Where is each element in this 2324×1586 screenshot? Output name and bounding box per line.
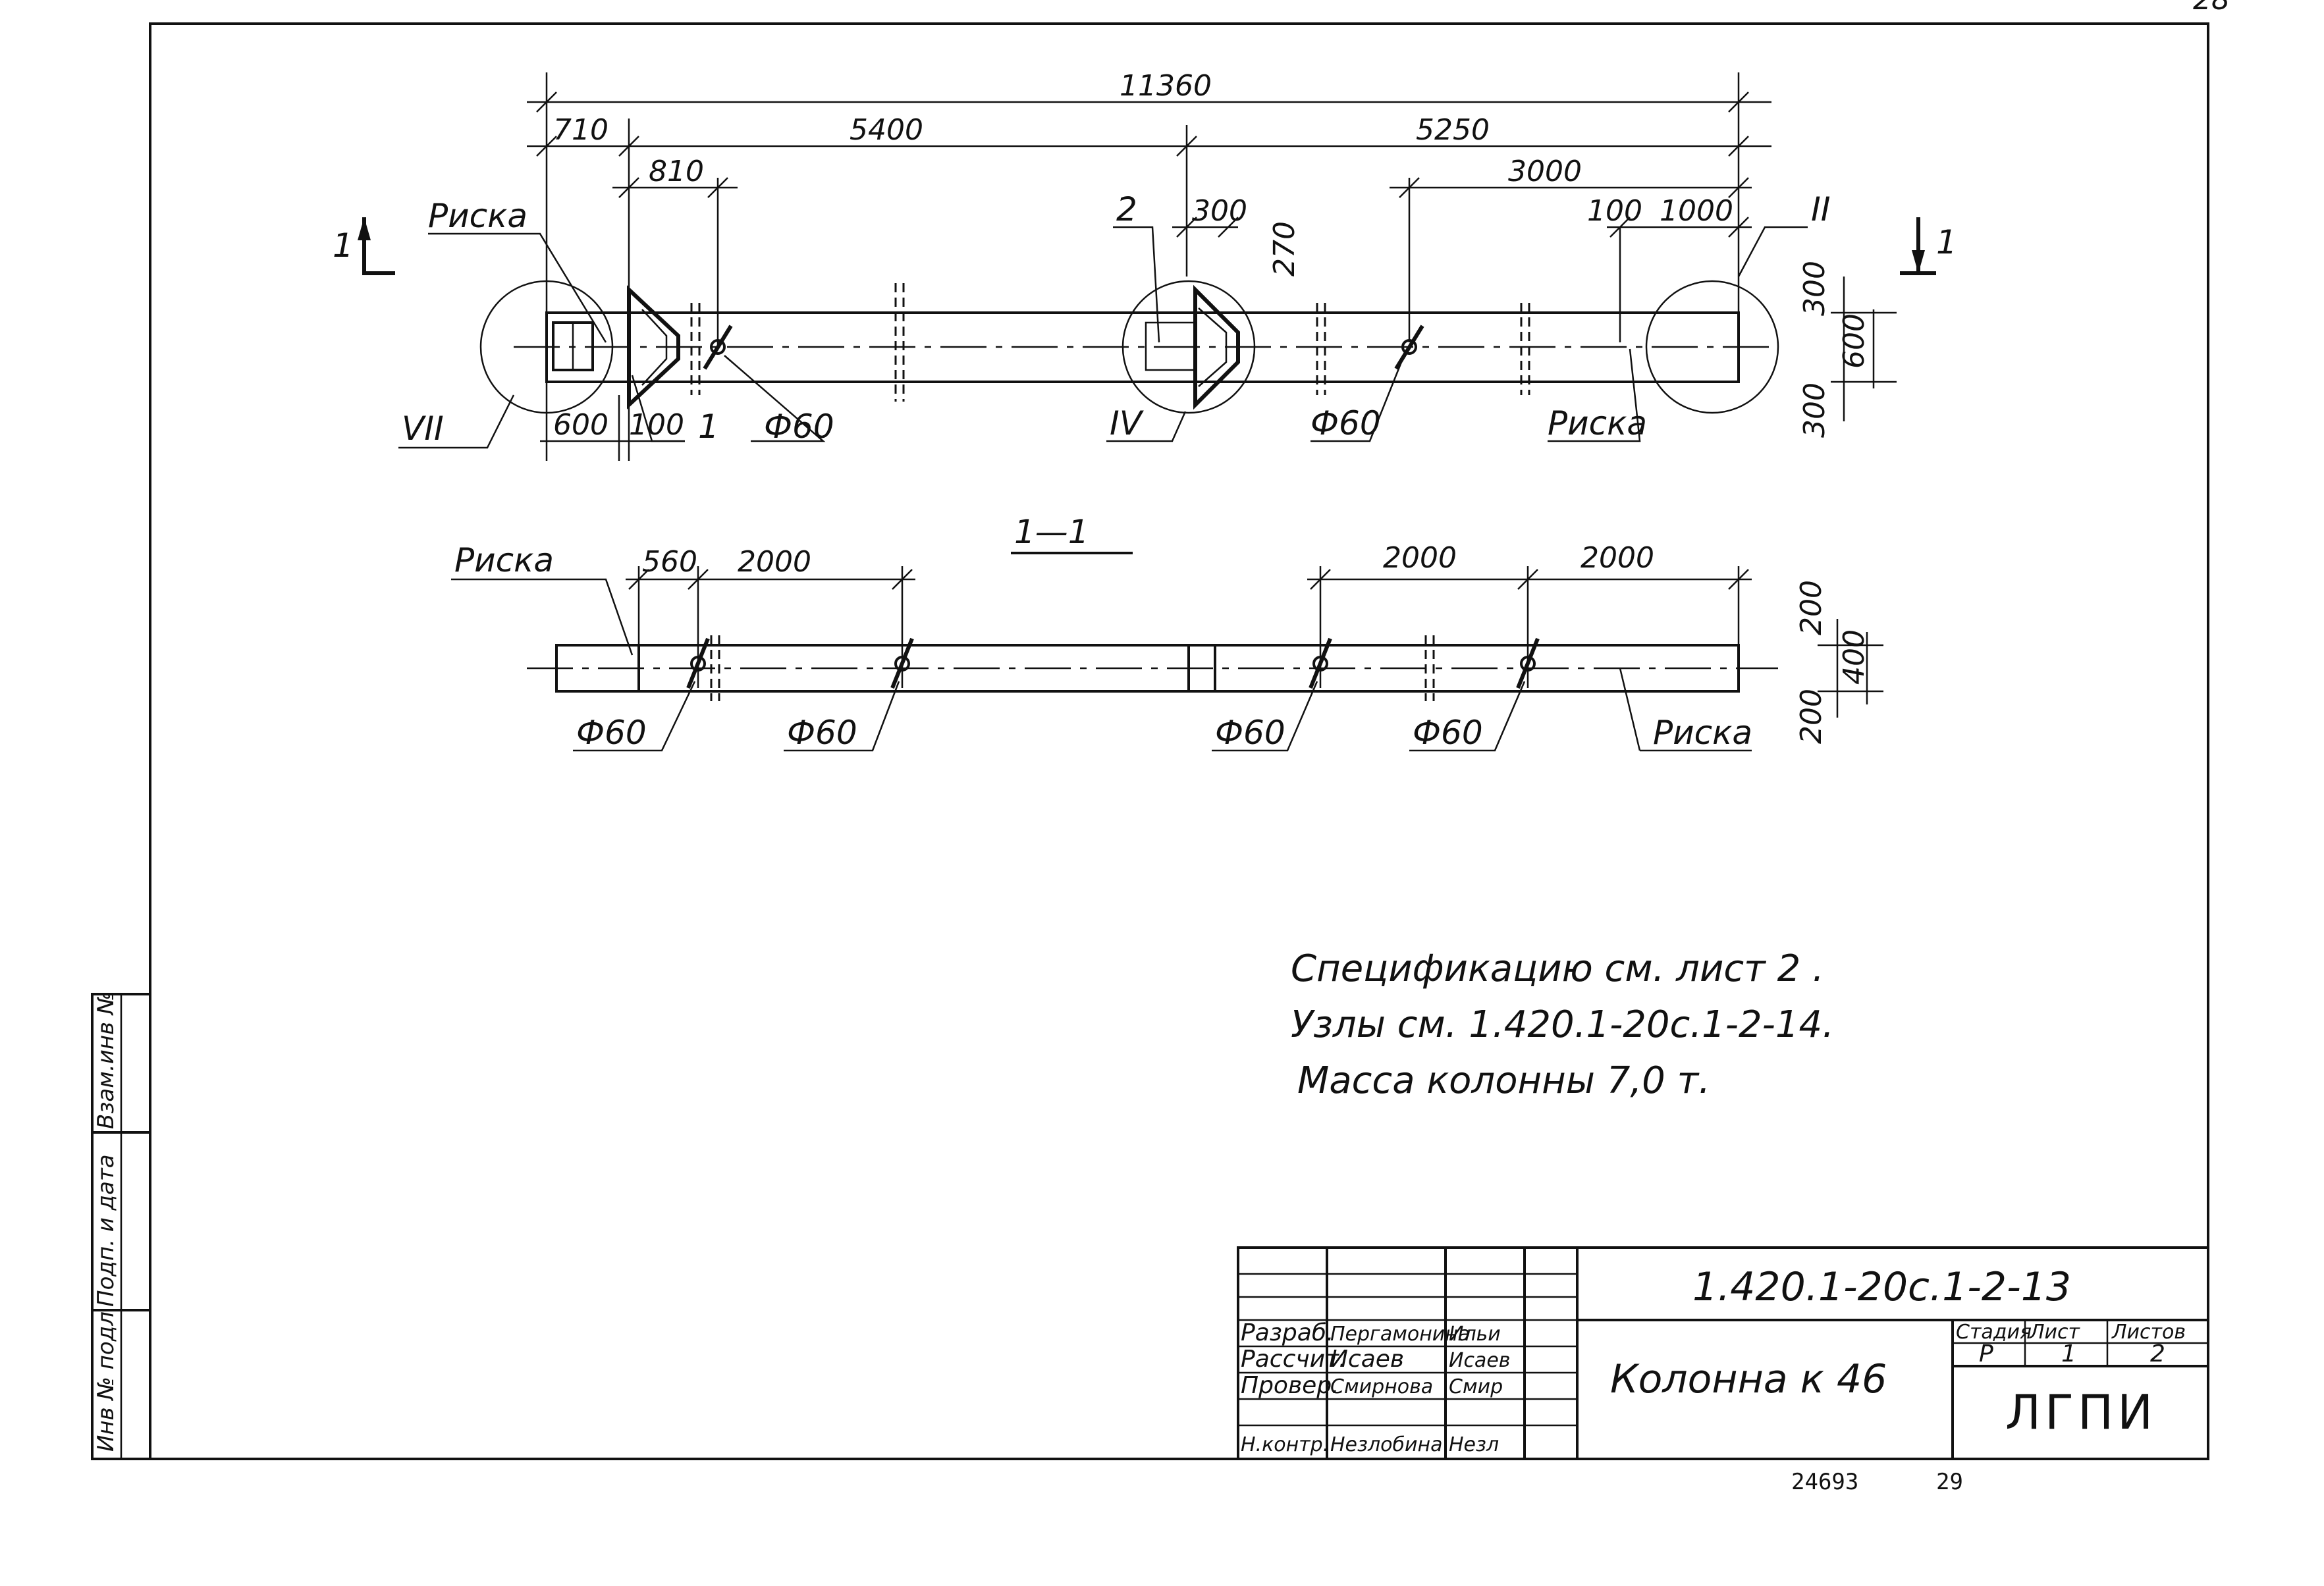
notes: Спецификацию см. лист 2 . Узлы см. 1.420… xyxy=(1291,947,1834,1102)
dim-section-200-top: 200 xyxy=(1795,580,1828,635)
dim-section-2000-b: 2000 xyxy=(1383,541,1457,575)
name-3: Смирнова xyxy=(1330,1375,1433,1398)
label-section-diam-2: Ф60 xyxy=(787,714,857,752)
stage-label: Стадия xyxy=(1956,1321,2032,1344)
dim-bracket-height: 270 xyxy=(1268,221,1301,277)
hole-plan-right xyxy=(1401,339,1417,355)
dim-end-len: 1000 xyxy=(1660,194,1733,228)
label-diam-plan-right: Ф60 xyxy=(1311,404,1381,442)
sheets-label: Листов xyxy=(2111,1321,2186,1344)
name-2: Исаев xyxy=(1330,1346,1404,1373)
label-riska-right: Риска xyxy=(1548,404,1647,442)
cut-label-right: 1 xyxy=(1936,223,1957,261)
label-node-iv: IV xyxy=(1110,404,1145,442)
dim-width: 600 xyxy=(1837,313,1871,369)
dim-section-400: 400 xyxy=(1837,629,1871,685)
label-section-riska-left: Риска xyxy=(454,541,554,579)
label-mark-2: 2 xyxy=(1116,190,1137,228)
label-node-vii: VII xyxy=(402,410,444,448)
side-stamp: Инв № подл Подп. и дата Взам.инв № xyxy=(91,991,151,1460)
sheet-label: Лист xyxy=(2029,1321,2081,1344)
dim-left-100: 100 xyxy=(629,408,684,442)
section-title: 1—1 xyxy=(1014,513,1089,551)
sign-2: Исаев xyxy=(1449,1349,1510,1372)
doc-code: 1.420.1-20с.1-2-13 xyxy=(1692,1264,2071,1310)
dim-end-gap: 100 xyxy=(1587,194,1642,228)
section-view: 1—1 560 2000 2000 2000 xyxy=(451,513,1883,752)
label-section-diam-1: Ф60 xyxy=(576,714,647,752)
cut-arrow-left: 1 xyxy=(333,217,395,275)
dim-right-part: 5250 xyxy=(1416,113,1490,147)
note-specification: Спецификацию см. лист 2 . xyxy=(1291,947,1824,990)
sheet-value: 1 xyxy=(2061,1340,2076,1367)
role-3: Провер. xyxy=(1241,1372,1339,1399)
sheets-value: 2 xyxy=(2150,1340,2165,1367)
title-block: 1.420.1-20с.1-2-13 Колонна к 46 Разраб. … xyxy=(1237,1246,2209,1460)
dim-half-top: 300 xyxy=(1798,261,1831,316)
dim-section-2000-c: 2000 xyxy=(1581,541,1654,575)
organization: ЛГПИ xyxy=(2005,1385,2157,1440)
name-1: Пергамонина xyxy=(1330,1323,1470,1346)
node-vii-circle xyxy=(479,280,614,414)
bottom-page-number: 29 xyxy=(1936,1469,1963,1495)
dim-left-end: 710 xyxy=(553,113,608,147)
dim-middle: 5400 xyxy=(850,113,923,147)
dim-right-hole: 3000 xyxy=(1508,155,1582,188)
node-ii-circle xyxy=(1645,280,1779,414)
side-stamp-podp-data: Подп. и дата xyxy=(93,1154,119,1307)
hole-section-4 xyxy=(1520,656,1536,672)
role-1: Разраб. xyxy=(1241,1319,1334,1346)
label-mark-1: 1 xyxy=(698,408,719,446)
sign-3: Смир xyxy=(1449,1375,1503,1398)
side-stamp-inv-podl: Инв № подл xyxy=(93,1311,119,1452)
stage-value: Р xyxy=(1979,1340,1993,1367)
dim-hole-offset: 810 xyxy=(649,155,704,188)
dim-overall: 11360 xyxy=(1120,69,1212,103)
label-riska-top-left: Риска xyxy=(428,197,527,235)
dim-half-bottom: 300 xyxy=(1798,383,1831,438)
label-section-diam-3: Ф60 xyxy=(1215,714,1285,752)
drawing-frame xyxy=(149,22,2209,1460)
plan-view: 11360 710 5400 5250 810 3000 300 100 100… xyxy=(333,69,1957,461)
hole-section-2 xyxy=(894,656,910,672)
dim-bracket: 300 xyxy=(1192,194,1247,228)
cut-arrow-right: 1 xyxy=(1900,217,1957,275)
inventory-number: 24693 xyxy=(1791,1469,1858,1495)
label-section-riska-right: Риска xyxy=(1653,714,1752,752)
label-node-ii: II xyxy=(1811,190,1831,228)
note-nodes: Узлы см. 1.420.1-20с.1-2-14. xyxy=(1291,1003,1834,1046)
role-4: Н.контр. xyxy=(1241,1433,1329,1456)
dim-section-2000-a: 2000 xyxy=(738,545,811,579)
dim-section-200-bottom: 200 xyxy=(1795,689,1828,744)
drawing-title: Колонна к 46 xyxy=(1610,1356,1887,1402)
side-stamp-vzam-inv: Взам.инв № xyxy=(93,991,119,1129)
label-diam-plan-left: Ф60 xyxy=(764,408,834,446)
hole-section-3 xyxy=(1312,656,1328,672)
hole-section-1 xyxy=(690,656,706,672)
page-number: 28 xyxy=(2193,0,2230,16)
role-2: Рассчит. xyxy=(1241,1346,1346,1373)
node-iv-circle xyxy=(1121,280,1256,414)
sign-1: Ильи xyxy=(1449,1323,1501,1346)
label-section-diam-4: Ф60 xyxy=(1413,714,1483,752)
note-mass: Масса колонны 7,0 т. xyxy=(1297,1059,1710,1102)
cut-label-left: 1 xyxy=(333,226,354,265)
hole-plan-left xyxy=(710,339,726,355)
dim-section-560: 560 xyxy=(642,545,697,579)
sign-4: Незл xyxy=(1449,1433,1499,1456)
dim-left-600: 600 xyxy=(553,408,608,442)
name-4: Незлобина xyxy=(1330,1433,1443,1456)
